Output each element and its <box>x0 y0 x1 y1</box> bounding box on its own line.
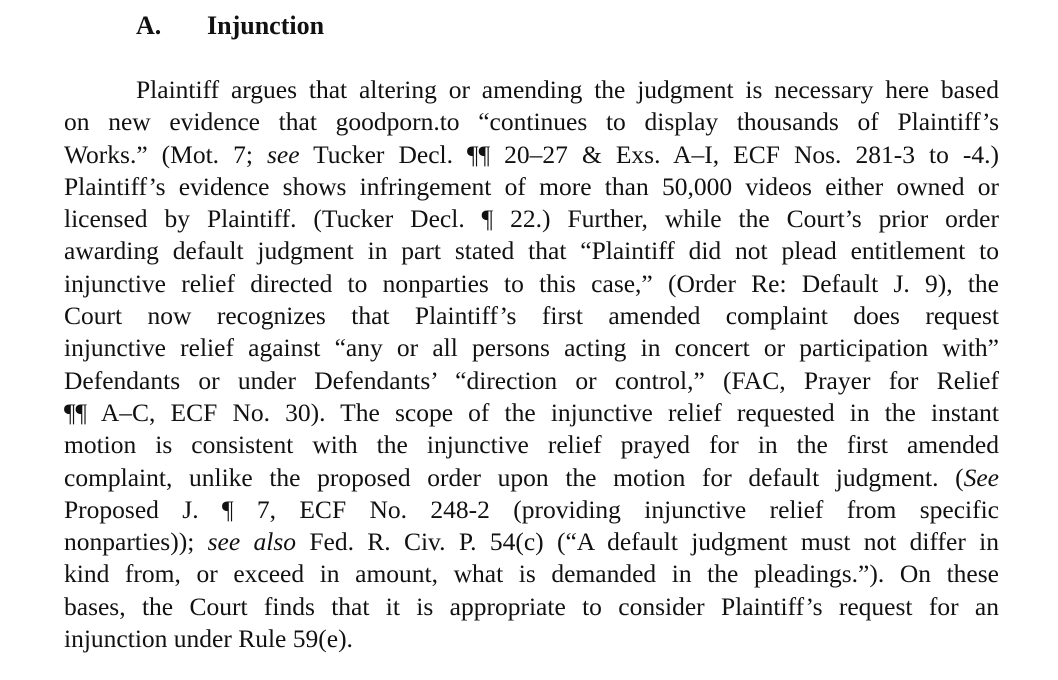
paragraph-line: injunction under Rule 59(e). <box>64 623 999 655</box>
line-text: injunction under Rule 59(e). <box>64 624 353 654</box>
italic-signal-text: see also <box>207 527 296 557</box>
line-text: ¶¶ A–C, ECF No. 30). The scope of the in… <box>64 397 999 427</box>
body-paragraph: Plaintiff argues that altering or amendi… <box>64 74 999 655</box>
line-text: awarding default judgment in part stated… <box>64 236 999 266</box>
section-title: Injunction <box>207 11 325 40</box>
paragraph-line: Plaintiff argues that altering or amendi… <box>64 74 999 106</box>
line-text: on new evidence that goodporn.to “contin… <box>64 107 999 137</box>
line-text: bases, the Court finds that it is approp… <box>64 591 999 621</box>
line-text: motion is consistent with the injunctive… <box>64 430 999 460</box>
line-text: injunctive relief directed to nonparties… <box>64 268 999 298</box>
paragraph-line: Plaintiff’s evidence shows infringement … <box>64 171 999 203</box>
line-text: injunctive relief against “any or all pe… <box>64 333 999 363</box>
paragraph-line: kind from, or exceed in amount, what is … <box>64 558 999 590</box>
paragraph-line: on new evidence that goodporn.to “contin… <box>64 106 999 138</box>
paragraph-line: awarding default judgment in part stated… <box>64 235 999 267</box>
paragraph-line: bases, the Court finds that it is approp… <box>64 591 999 623</box>
paragraph-line: ¶¶ A–C, ECF No. 30). The scope of the in… <box>64 397 999 429</box>
paragraph-line: motion is consistent with the injunctive… <box>64 429 999 461</box>
paragraph-line: Works.” (Mot. 7; see Tucker Decl. ¶¶ 20–… <box>64 139 999 171</box>
paragraph-line: licensed by Plaintiff. (Tucker Decl. ¶ 2… <box>64 203 999 235</box>
line-text: nonparties)); <box>64 527 208 557</box>
italic-signal-text: See <box>963 462 999 492</box>
line-text: Fed. R. Civ. P. 54(c) (“A default judgme… <box>296 527 999 557</box>
paragraph-line: nonparties)); see also Fed. R. Civ. P. 5… <box>64 526 999 558</box>
paragraph-line: Court now recognizes that Plaintiff’s fi… <box>64 300 999 332</box>
paragraph-line: injunctive relief against “any or all pe… <box>64 332 999 364</box>
line-text: Tucker Decl. ¶¶ 20–27 & Exs. A–I, ECF No… <box>299 139 999 169</box>
line-text: complaint, unlike the proposed order upo… <box>64 462 964 492</box>
paragraph-line: Proposed J. ¶ 7, ECF No. 248-2 (providin… <box>64 494 999 526</box>
section-heading: A. Injunction <box>136 8 324 44</box>
line-text: Court now recognizes that Plaintiff’s fi… <box>64 301 999 331</box>
line-text: Defendants or under Defendants’ “directi… <box>64 365 999 395</box>
paragraph-line: complaint, unlike the proposed order upo… <box>64 462 999 494</box>
line-text: Works.” (Mot. 7; <box>64 139 267 169</box>
line-text: Proposed J. ¶ 7, ECF No. 248-2 (providin… <box>64 494 999 524</box>
italic-signal-text: see <box>266 139 300 169</box>
paragraph-line: Defendants or under Defendants’ “directi… <box>64 365 999 397</box>
line-text: licensed by Plaintiff. (Tucker Decl. ¶ 2… <box>64 204 999 234</box>
paragraph-line: injunctive relief directed to nonparties… <box>64 268 999 300</box>
section-number: A. <box>136 11 162 40</box>
line-text: Plaintiff argues that altering or amendi… <box>136 75 999 104</box>
line-text: Plaintiff’s evidence shows infringement … <box>64 171 999 201</box>
line-text: kind from, or exceed in amount, what is … <box>64 559 999 589</box>
